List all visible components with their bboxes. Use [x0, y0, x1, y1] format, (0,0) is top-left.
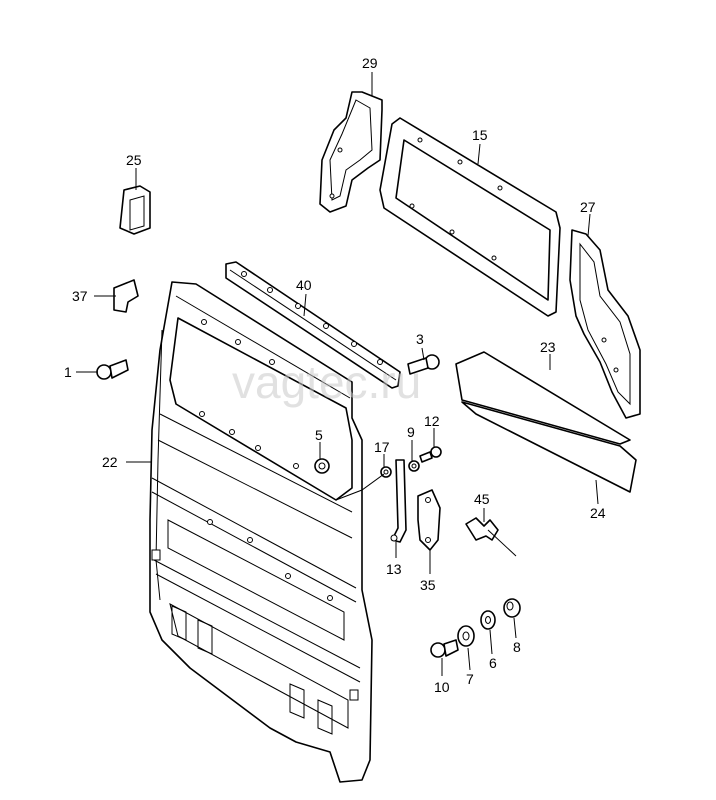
callout-5: 5	[315, 427, 323, 443]
callout-12: 12	[424, 413, 440, 429]
callout-23: 23	[540, 339, 556, 355]
callout-22: 22	[102, 454, 118, 470]
callout-29: 29	[362, 55, 378, 71]
callout-10: 10	[434, 679, 450, 695]
callout-24: 24	[590, 505, 606, 521]
callout-13: 13	[386, 561, 402, 577]
callout-37: 37	[72, 288, 88, 304]
rivet-part-45	[465, 517, 517, 557]
nut-part-5	[314, 458, 330, 474]
bracket-part-35	[417, 489, 441, 551]
pillar-trim-part-29	[319, 91, 383, 213]
screw-part-10	[430, 639, 459, 658]
washer-part-6	[480, 610, 496, 630]
callout-17: 17	[374, 439, 390, 455]
screw-part-12	[419, 446, 442, 463]
callout-45: 45	[474, 491, 490, 507]
grommet-part-8	[503, 598, 521, 618]
callout-40: 40	[296, 277, 312, 293]
callout-8: 8	[513, 639, 521, 655]
callout-15: 15	[472, 127, 488, 143]
watermark: vagtec.ru	[232, 356, 421, 408]
window-frame-part-15	[379, 117, 561, 317]
callout-7: 7	[466, 671, 474, 687]
stay-rod-part-13	[390, 459, 407, 543]
callout-1: 1	[64, 364, 72, 380]
callout-9: 9	[407, 424, 415, 440]
leader-lines	[76, 72, 599, 676]
callout-27: 27	[580, 199, 596, 215]
seal-strip-part-23	[455, 351, 631, 445]
callout-labels: 29 15 25 27 40 37 3 23 1 5 9 12 17 22 45…	[64, 55, 606, 695]
bracket-part-37	[113, 279, 139, 313]
pillar-trim-part-27	[569, 229, 641, 419]
callout-3: 3	[416, 331, 424, 347]
bolt-part-3	[407, 354, 440, 375]
clip-part-25	[119, 185, 151, 235]
screw-part-1	[96, 359, 129, 380]
top-rail-part-40	[225, 261, 401, 389]
partition-wall-part-22	[149, 281, 373, 783]
washer-part-7	[457, 625, 475, 647]
washer-part-9	[408, 460, 420, 472]
callout-6: 6	[489, 655, 497, 671]
trim-strip-part-24	[461, 401, 637, 493]
callout-25: 25	[126, 152, 142, 168]
callout-35: 35	[420, 577, 436, 593]
